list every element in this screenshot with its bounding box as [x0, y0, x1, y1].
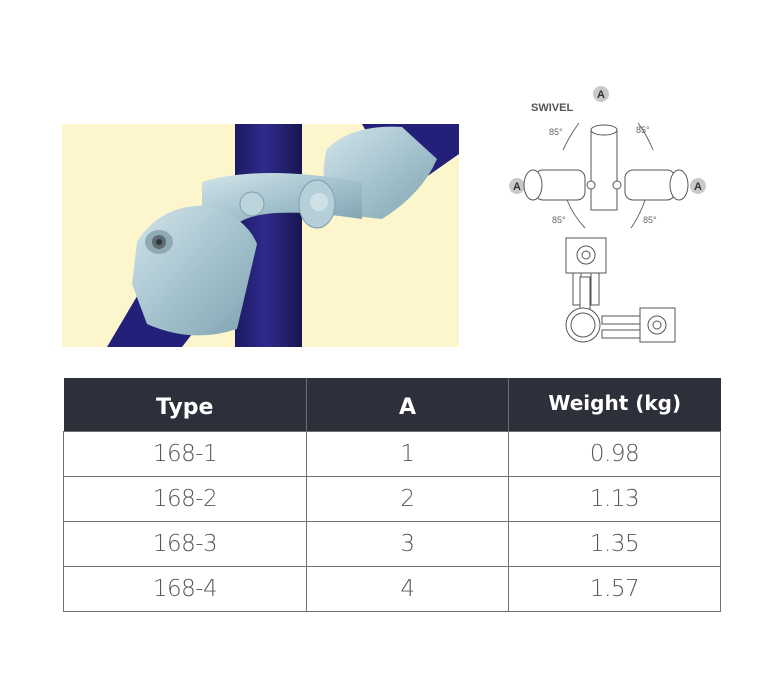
table-row: 168-1 1 0.98	[63, 431, 721, 477]
svg-text:A: A	[694, 181, 702, 193]
header-type: Type	[63, 378, 307, 432]
cell-weight: 1.57	[508, 566, 721, 612]
center-tube-drawing	[523, 124, 689, 211]
table-row: 168-3 3 1.35	[63, 521, 721, 567]
table-row: 168-4 4 1.57	[63, 566, 721, 612]
table-row: 168-2 2 1.13	[63, 476, 721, 522]
angle-label: 85°	[549, 127, 563, 137]
cell-a: 4	[306, 566, 509, 612]
cell-a: 1	[306, 431, 509, 477]
cell-type: 168-2	[63, 476, 307, 522]
header-a: A	[306, 378, 509, 432]
swivel-clamp-photo	[62, 124, 459, 347]
angle-label: 85°	[552, 215, 566, 225]
product-photo	[62, 124, 459, 347]
cell-weight: 1.35	[508, 521, 721, 567]
svg-text:A: A	[513, 181, 521, 193]
cell-weight: 1.13	[508, 476, 721, 522]
cell-a: 3	[306, 521, 509, 567]
cell-a: 2	[306, 476, 509, 522]
top-view-drawing	[565, 237, 676, 343]
header-weight: Weight (kg)	[508, 378, 721, 432]
cell-type: 168-3	[63, 521, 307, 567]
cell-weight: 0.98	[508, 431, 721, 477]
cell-type: 168-1	[63, 431, 307, 477]
label-a-left: A	[509, 178, 525, 194]
swivel-diagram: A A A SWIVEL 85° 85° 85° 85°	[495, 80, 715, 365]
svg-text:A: A	[597, 89, 605, 101]
rotation-arrows	[562, 122, 654, 229]
diagram-title: SWIVEL	[531, 102, 573, 114]
table-header-row: Type A Weight (kg)	[63, 378, 721, 432]
label-a-top: A	[593, 86, 609, 102]
angle-label: 85°	[643, 215, 657, 225]
spec-table: Type A Weight (kg) 168-1 1 0.98 168-2 2 …	[63, 378, 721, 612]
label-a-right: A	[690, 178, 706, 194]
cell-type: 168-4	[63, 566, 307, 612]
